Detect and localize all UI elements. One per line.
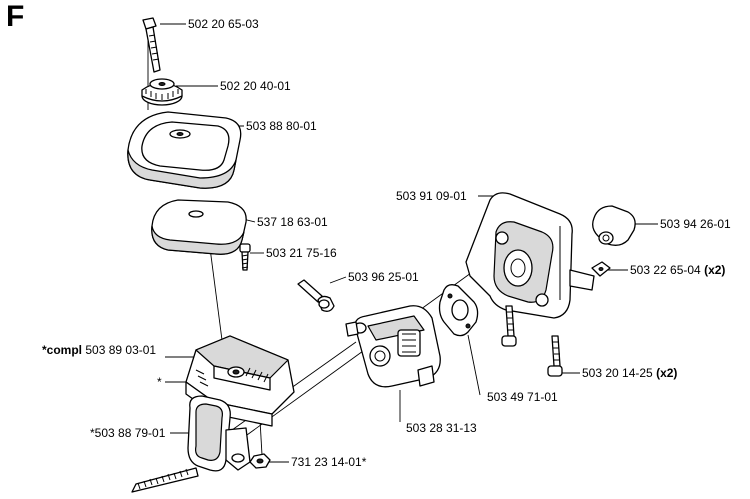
label-washer[interactable]: 503 22 65-04 (x2) — [630, 263, 725, 277]
label-star: * — [157, 375, 162, 389]
label-nut[interactable]: 731 23 14-01* — [291, 455, 367, 469]
label-knob[interactable]: 502 20 40-01 — [220, 79, 291, 93]
top-screw-part[interactable] — [142, 17, 161, 73]
label-washer-number: 503 22 65-04 — [630, 263, 701, 277]
label-grip[interactable]: *503 88 79-01 — [90, 426, 166, 440]
label-screw-right-qty: (x2) — [656, 366, 678, 380]
rubber-boot-part[interactable] — [592, 205, 636, 246]
grip-part[interactable] — [187, 395, 251, 472]
square-washer-part[interactable] — [591, 261, 611, 277]
screw-upper-part[interactable] — [501, 305, 517, 347]
label-boot[interactable]: 503 94 26-01 — [660, 217, 731, 231]
small-bolt-part[interactable] — [239, 243, 251, 271]
nut-part[interactable] — [249, 453, 271, 469]
label-bracket[interactable]: 503 91 09-01 — [396, 189, 467, 203]
label-screw-right[interactable]: 503 20 14-25 (x2) — [582, 366, 677, 380]
air-filter-part[interactable] — [151, 199, 247, 255]
label-washer-qty: (x2) — [704, 263, 726, 277]
label-small-bolt[interactable]: 503 21 75-16 — [266, 246, 337, 260]
air-box-housing-part[interactable] — [185, 335, 295, 427]
label-compl-number: 503 89 03-01 — [85, 343, 157, 357]
label-gasket[interactable]: 503 49 71-01 — [487, 390, 558, 404]
gasket-part[interactable] — [438, 284, 479, 337]
label-link-rod[interactable]: 503 96 25-01 — [348, 270, 419, 284]
label-compl[interactable]: *compl 503 89 03-01 — [42, 343, 156, 357]
threaded-rod-part[interactable] — [131, 467, 199, 493]
label-filter[interactable]: 537 18 63-01 — [257, 215, 328, 229]
label-top-screw[interactable]: 502 20 65-03 — [188, 17, 259, 31]
label-screw-right-number: 503 20 14-25 — [582, 366, 653, 380]
screw-lower-part[interactable] — [547, 335, 563, 377]
intake-bracket-part[interactable] — [465, 192, 595, 319]
air-filter-cover-part[interactable] — [127, 111, 242, 189]
link-rod-part[interactable] — [297, 279, 335, 312]
label-cover[interactable]: 503 88 80-01 — [246, 119, 317, 133]
carburetor-part[interactable] — [345, 305, 441, 388]
knob-part[interactable] — [141, 78, 183, 106]
section-letter: F — [6, 0, 25, 33]
label-carburetor[interactable]: 503 28 31-13 — [406, 421, 477, 435]
label-compl-prefix: *compl — [42, 343, 83, 357]
